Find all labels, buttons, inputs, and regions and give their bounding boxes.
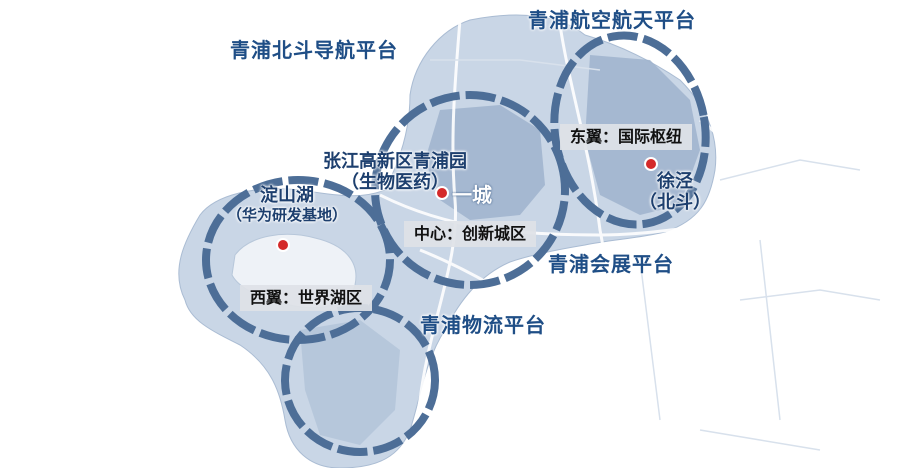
platform-label-exhibition: 青浦会展平台 (548, 252, 674, 276)
banner-center: 中心：创新城区 (404, 221, 537, 248)
platform-label-beidou: 青浦北斗导航平台 (230, 38, 398, 62)
area-label-zhangjiang: 张江高新区青浦园 （生物医药） (300, 151, 490, 193)
city-label: 一城 (452, 183, 492, 207)
platform-label-aerospace: 青浦航空航天平台 (528, 8, 696, 32)
banner-west: 西翼：世界湖区 (240, 285, 373, 312)
area-name-dianshanhu: 淀山湖 (260, 185, 314, 206)
marker-zhangjiang (435, 186, 449, 200)
area-name-zhangjiang: 张江高新区青浦园 (323, 151, 467, 172)
platform-label-logistics: 青浦物流平台 (420, 313, 546, 337)
area-name-xujing: 徐泾 (657, 171, 693, 192)
area-sub-dianshanhu: （华为研发基地） (226, 205, 347, 224)
location-markers (276, 157, 658, 252)
marker-dianshanhu (276, 238, 290, 252)
platform-rings (202, 31, 710, 456)
area-label-xujing: 徐泾 （北斗） (636, 171, 714, 213)
marker-xujing (644, 157, 658, 171)
area-sub-zhangjiang: （生物医药） (341, 171, 449, 193)
banner-east: 东翼：国际枢纽 (560, 124, 693, 151)
area-sub-xujing: （北斗） (639, 191, 711, 213)
ring-east (550, 31, 710, 229)
area-label-dianshanhu: 淀山湖 （华为研发基地） (224, 185, 350, 224)
urban-block-west (300, 320, 400, 445)
